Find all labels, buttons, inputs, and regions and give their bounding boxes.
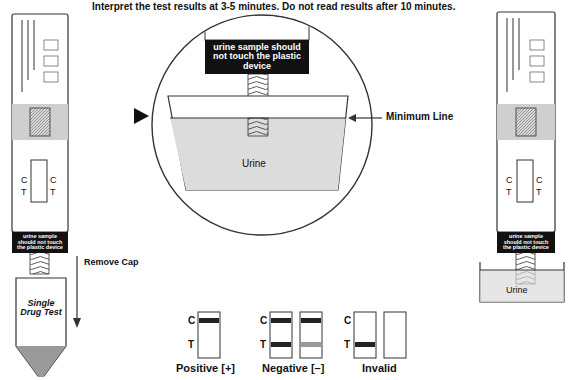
result-label: Positive [+]: [176, 362, 235, 374]
control-letter: C: [506, 176, 513, 186]
cap: [16, 278, 66, 376]
liquid-label: Urine: [506, 286, 528, 296]
control-letter: C: [50, 176, 57, 186]
warning-band: urine sample should not touch the plasti…: [205, 40, 309, 74]
instruction-note: Interpret the test results at 3-5 minute…: [92, 1, 455, 12]
test-letter: T: [506, 188, 512, 198]
callout-label: Minimum Line: [386, 111, 453, 122]
pointer-triangle: [134, 108, 149, 124]
control-letter: C: [21, 176, 28, 186]
result-label: Negative [–]: [262, 362, 324, 374]
result-label: Invalid: [362, 362, 397, 374]
minimum-line-pointer: [348, 114, 382, 122]
node-text: urine sample should not touch the plasti…: [500, 234, 552, 251]
control-letter: C: [536, 176, 543, 186]
test-letter: T: [536, 188, 542, 198]
control-letter: C: [344, 315, 351, 326]
liquid-label: Urine: [242, 158, 266, 169]
magnified-view: [152, 10, 372, 235]
test-letter: T: [21, 188, 27, 198]
warning-band: urine sample should not touch the plasti…: [497, 232, 555, 253]
warning-band: urine sample should not touch the plasti…: [12, 232, 68, 253]
test-letter: T: [188, 339, 194, 350]
node-text: urine sample should not touch the plasti…: [208, 43, 306, 71]
cap-label: Single Drug Test: [17, 288, 65, 328]
test-letter: T: [50, 188, 56, 198]
control-letter: C: [260, 315, 267, 326]
node-text: urine sample should not touch the plasti…: [15, 234, 65, 251]
test-letter: T: [260, 339, 266, 350]
result-strips: [198, 312, 406, 358]
remove-cap-arrow: [73, 256, 81, 328]
control-letter: C: [188, 315, 195, 326]
test-device-left: [12, 14, 68, 274]
step-label: Remove Cap: [84, 258, 139, 268]
node-text: Single Drug Test: [20, 299, 62, 318]
test-letter: T: [344, 339, 350, 350]
test-device-right: [480, 12, 564, 302]
